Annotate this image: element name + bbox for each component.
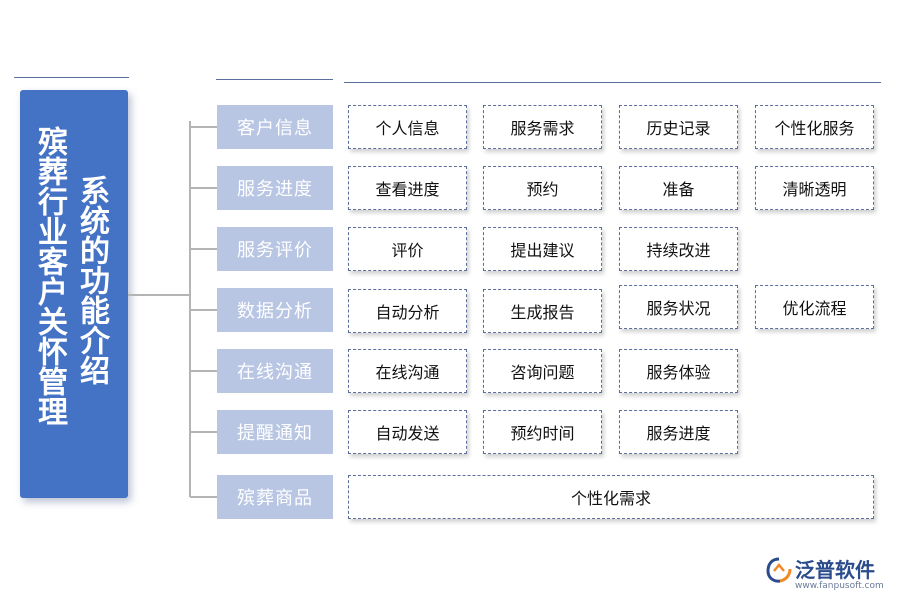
feature-item: 查看进度 [348,166,467,210]
diagram-subtitle: 系统的功能介绍 [74,175,109,385]
feature-item: 评价 [348,227,467,271]
connector-branch [190,370,217,372]
feature-item: 准备 [619,166,738,210]
brand-logo: 泛普软件 www.fanpusoft.com [765,550,895,594]
category-label: 服务评价 [217,227,333,271]
feature-item: 历史记录 [619,105,738,149]
feature-item: 服务体验 [619,349,738,393]
category-label: 提醒通知 [217,410,333,454]
feature-item: 服务需求 [483,105,602,149]
feature-item: 提出建议 [483,227,602,271]
title-panel [20,90,128,498]
connector-branch [190,496,217,498]
feature-item: 个性化需求 [348,475,874,519]
fanpu-logo-icon [766,557,792,583]
logo-name: 泛普软件 [795,558,875,582]
diagram-title: 殡葬行业客户关怀管理 [32,126,67,426]
connector-branch [190,431,217,433]
category-label: 服务进度 [217,166,333,210]
feature-item: 在线沟通 [348,349,467,393]
connector-branch [190,187,217,189]
feature-item: 咨询问题 [483,349,602,393]
feature-item: 自动发送 [348,410,467,454]
feature-item: 自动分析 [348,289,467,333]
feature-item: 预约时间 [483,410,602,454]
connector-branch [190,126,217,128]
connector-trunk [128,294,190,296]
feature-item: 个性化服务 [755,105,874,149]
feature-item: 持续改进 [619,227,738,271]
header-divider-right [344,82,881,83]
category-label: 在线沟通 [217,349,333,393]
header-divider-left [14,77,129,78]
feature-item: 生成报告 [483,289,602,333]
connector-branch [190,248,217,250]
category-label: 数据分析 [217,288,333,332]
feature-item: 个人信息 [348,105,467,149]
feature-item: 优化流程 [755,285,874,329]
feature-item: 清晰透明 [755,166,874,210]
category-label: 客户信息 [217,105,333,149]
logo-url: www.fanpusoft.com [795,581,884,591]
feature-item: 预约 [483,166,602,210]
header-divider-middle [216,79,333,80]
category-label: 殡葬商品 [217,475,333,519]
feature-item: 服务进度 [619,410,738,454]
feature-item: 服务状况 [619,285,738,329]
connector-branch [190,309,217,311]
